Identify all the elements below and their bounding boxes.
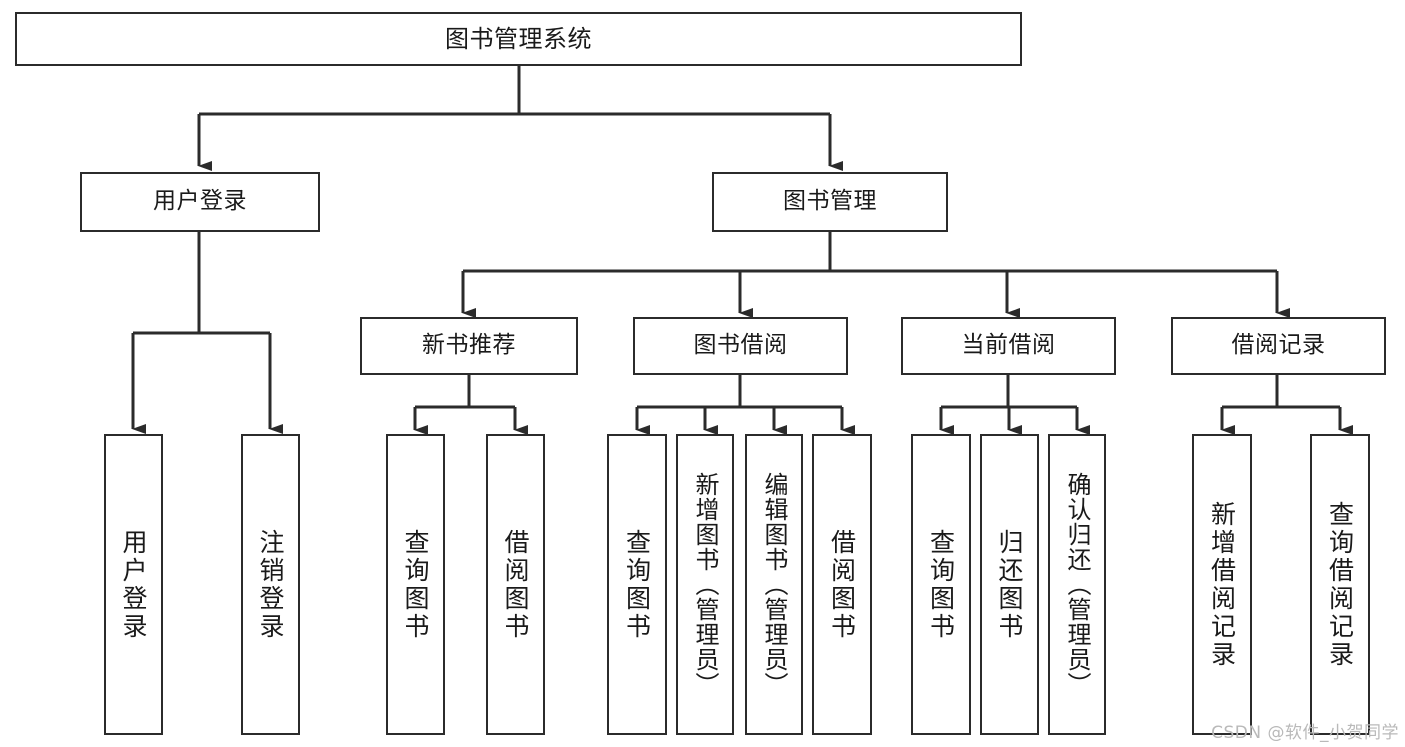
node-label: 确认归还（管理员）: [1063, 472, 1091, 697]
node-label: 用户登录: [153, 188, 247, 215]
leaf-query-books-current[interactable]: 查询图书: [911, 434, 971, 735]
node-user-login[interactable]: 用户登录: [80, 172, 320, 232]
node-label: 查询图书: [622, 528, 652, 641]
leaf-borrow-books[interactable]: 借阅图书: [812, 434, 872, 735]
node-label: 图书借阅: [693, 332, 788, 359]
node-root-book-management-system[interactable]: 图书管理系统: [15, 12, 1022, 66]
node-label: 图书管理: [783, 188, 877, 215]
node-label: 当前借阅: [961, 332, 1056, 359]
csdn-watermark: CSDN @软件_小贺同学: [1211, 723, 1399, 743]
node-label: 新增借阅记录: [1207, 500, 1237, 669]
node-label: 注销登录: [256, 528, 285, 641]
node-label: 借阅记录: [1231, 332, 1326, 359]
leaf-query-books-newbook[interactable]: 查询图书: [386, 434, 445, 735]
leaf-logout[interactable]: 注销登录: [241, 434, 300, 735]
node-label: 查询图书: [926, 528, 956, 641]
node-book-borrowing[interactable]: 图书借阅: [633, 317, 848, 375]
node-label: 新书推荐: [422, 332, 516, 359]
leaf-edit-book-admin[interactable]: 编辑图书（管理员）: [745, 434, 803, 735]
node-label: 借阅图书: [501, 528, 530, 641]
leaf-borrow-books-newbook[interactable]: 借阅图书: [486, 434, 545, 735]
node-label: 新增图书（管理员）: [691, 472, 719, 697]
node-new-book-recommendation[interactable]: 新书推荐: [360, 317, 578, 375]
leaf-confirm-return-admin[interactable]: 确认归还（管理员）: [1048, 434, 1106, 735]
leaf-user-login[interactable]: 用户登录: [104, 434, 163, 735]
node-label: 图书管理系统: [445, 24, 592, 53]
leaf-add-borrow-record[interactable]: 新增借阅记录: [1192, 434, 1252, 735]
leaf-query-borrow-record[interactable]: 查询借阅记录: [1310, 434, 1370, 735]
node-label: 查询借阅记录: [1325, 500, 1355, 669]
node-label: 编辑图书（管理员）: [760, 472, 788, 697]
node-label: 借阅图书: [827, 528, 857, 641]
node-label: 用户登录: [119, 528, 148, 641]
leaf-query-books-borrow[interactable]: 查询图书: [607, 434, 667, 735]
node-current-borrowing[interactable]: 当前借阅: [901, 317, 1116, 375]
node-label: 查询图书: [401, 528, 430, 641]
node-book-management[interactable]: 图书管理: [712, 172, 948, 232]
leaf-add-book-admin[interactable]: 新增图书（管理员）: [676, 434, 734, 735]
leaf-return-books[interactable]: 归还图书: [980, 434, 1039, 735]
node-label: 归还图书: [995, 528, 1024, 641]
node-borrow-records[interactable]: 借阅记录: [1171, 317, 1386, 375]
